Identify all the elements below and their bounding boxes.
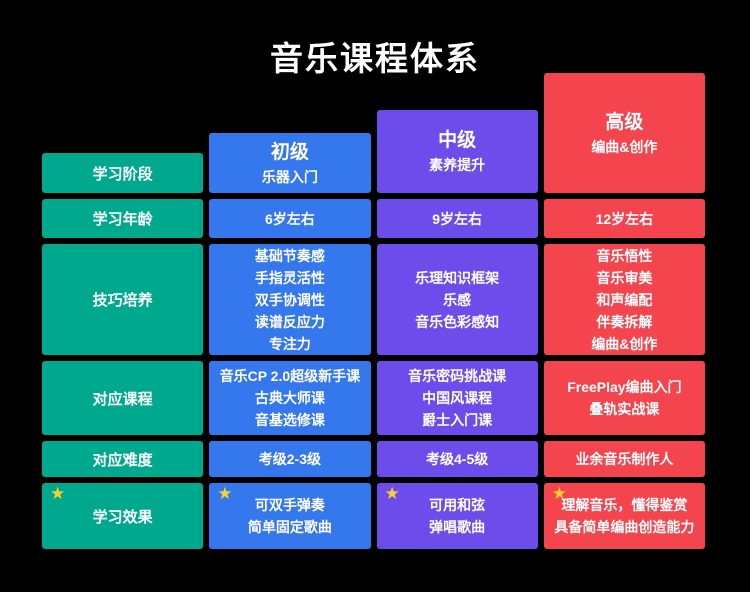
legend-stage-label: 学习阶段 — [92, 165, 153, 183]
difficulty-value: 考级4-5级 — [426, 451, 489, 467]
course-item: 中国风课程 — [422, 390, 493, 406]
skill-item: 乐理知识框架 — [415, 269, 500, 286]
level-header-beginner: 初级 乐器入门 — [209, 133, 371, 193]
intermediate-skills-cell: 乐理知识框架 乐感 音乐色彩感知 — [376, 244, 538, 355]
legend-effects-label: 学习效果 — [92, 508, 153, 526]
beginner-difficulty-cell: 考级2-3级 — [209, 441, 371, 477]
course-item: 音基选修课 — [254, 412, 325, 428]
level-header-advanced: 高级 编曲&创作 — [543, 73, 705, 193]
legend-skills-label: 技巧培养 — [92, 292, 153, 309]
difficulty-value: 考级2-3级 — [258, 451, 321, 467]
advanced-courses-cell: FreePlay编曲入门 叠轨实战课 — [543, 361, 705, 435]
legend-difficulty-label: 对应难度 — [92, 451, 153, 469]
beginner-effects-cell: ★ 可双手弹奏 简单固定歌曲 — [209, 483, 371, 549]
effect-item: 可用和弦 — [429, 497, 486, 513]
skill-item: 双手协调性 — [254, 291, 325, 308]
course-item: 叠轨实战课 — [589, 401, 660, 417]
course-matrix: 学习阶段 初级 乐器入门 中级 素养提升 高级 编曲&创作 学习年龄 6岁左右 … — [42, 73, 705, 549]
beginner-age-cell: 6岁左右 — [209, 199, 371, 238]
skill-item: 和声编配 — [596, 291, 653, 308]
advanced-age-cell: 12岁左右 — [543, 199, 705, 238]
course-item: 音乐CP 2.0超级新手课 — [219, 368, 361, 384]
age-value: 12岁左右 — [595, 210, 654, 227]
skill-item: 音乐悟性 — [596, 247, 653, 264]
skill-item: 伴奏拆解 — [596, 313, 653, 330]
advanced-skills-cell: 音乐悟性 音乐审美 和声编配 伴奏拆解 编曲&创作 — [543, 244, 705, 355]
skill-item: 编曲&创作 — [591, 335, 658, 352]
effect-item: 可双手弹奏 — [254, 497, 325, 513]
beginner-courses-cell: 音乐CP 2.0超级新手课 古典大师课 音基选修课 — [209, 361, 371, 435]
star-icon: ★ — [551, 484, 567, 503]
level-subtitle: 编曲&创作 — [591, 138, 658, 155]
skill-item: 基础节奏感 — [254, 247, 325, 264]
skill-item: 音乐审美 — [596, 269, 653, 286]
beginner-skills-cell: 基础节奏感 手指灵活性 双手协调性 读谱反应力 专注力 — [209, 244, 371, 355]
page-title: 音乐课程体系 — [270, 40, 480, 77]
intermediate-age-cell: 9岁左右 — [376, 199, 538, 238]
effect-item: 具备简单编曲创造能力 — [554, 519, 695, 535]
legend-courses-label: 对应课程 — [92, 390, 153, 408]
effect-item: 理解音乐，懂得鉴赏 — [561, 497, 688, 513]
course-item: 音乐密码挑战课 — [408, 368, 507, 384]
legend-skills: 技巧培养 — [42, 244, 204, 355]
effect-item: 简单固定歌曲 — [247, 519, 332, 535]
age-value: 6岁左右 — [264, 210, 315, 227]
star-icon: ★ — [50, 484, 66, 503]
level-subtitle: 乐器入门 — [261, 168, 318, 185]
level-subtitle: 素养提升 — [429, 157, 486, 173]
legend-courses: 对应课程 — [42, 361, 204, 435]
legend-difficulty: 对应难度 — [42, 441, 204, 477]
skill-item: 手指灵活性 — [254, 269, 325, 286]
legend-age: 学习年龄 — [42, 199, 204, 238]
age-value: 9岁左右 — [432, 210, 483, 227]
star-icon: ★ — [384, 484, 400, 503]
skill-item: 专注力 — [268, 335, 311, 352]
intermediate-effects-cell: ★ 可用和弦 弹唱歌曲 — [376, 483, 538, 549]
level-header-intermediate: 中级 素养提升 — [376, 110, 538, 193]
intermediate-difficulty-cell: 考级4-5级 — [376, 441, 538, 477]
skill-item: 读谱反应力 — [254, 313, 325, 330]
course-item: FreePlay编曲入门 — [567, 379, 682, 395]
star-icon: ★ — [217, 484, 233, 503]
skill-item: 乐感 — [443, 291, 472, 308]
advanced-effects-cell: ★ 理解音乐，懂得鉴赏 具备简单编曲创造能力 — [543, 483, 705, 549]
legend-effects: ★ 学习效果 — [42, 483, 204, 549]
legend-stage: 学习阶段 — [42, 153, 204, 193]
advanced-difficulty-cell: 业余音乐制作人 — [543, 441, 705, 477]
difficulty-value: 业余音乐制作人 — [575, 451, 674, 467]
effect-item: 弹唱歌曲 — [429, 519, 486, 535]
course-item: 爵士入门课 — [422, 412, 493, 428]
level-name: 初级 — [270, 141, 309, 163]
course-item: 古典大师课 — [254, 390, 325, 406]
intermediate-courses-cell: 音乐密码挑战课 中国风课程 爵士入门课 — [376, 361, 538, 435]
level-name: 中级 — [438, 130, 477, 151]
level-name: 高级 — [605, 111, 644, 133]
skill-item: 音乐色彩感知 — [415, 313, 500, 330]
legend-age-label: 学习年龄 — [92, 211, 153, 228]
